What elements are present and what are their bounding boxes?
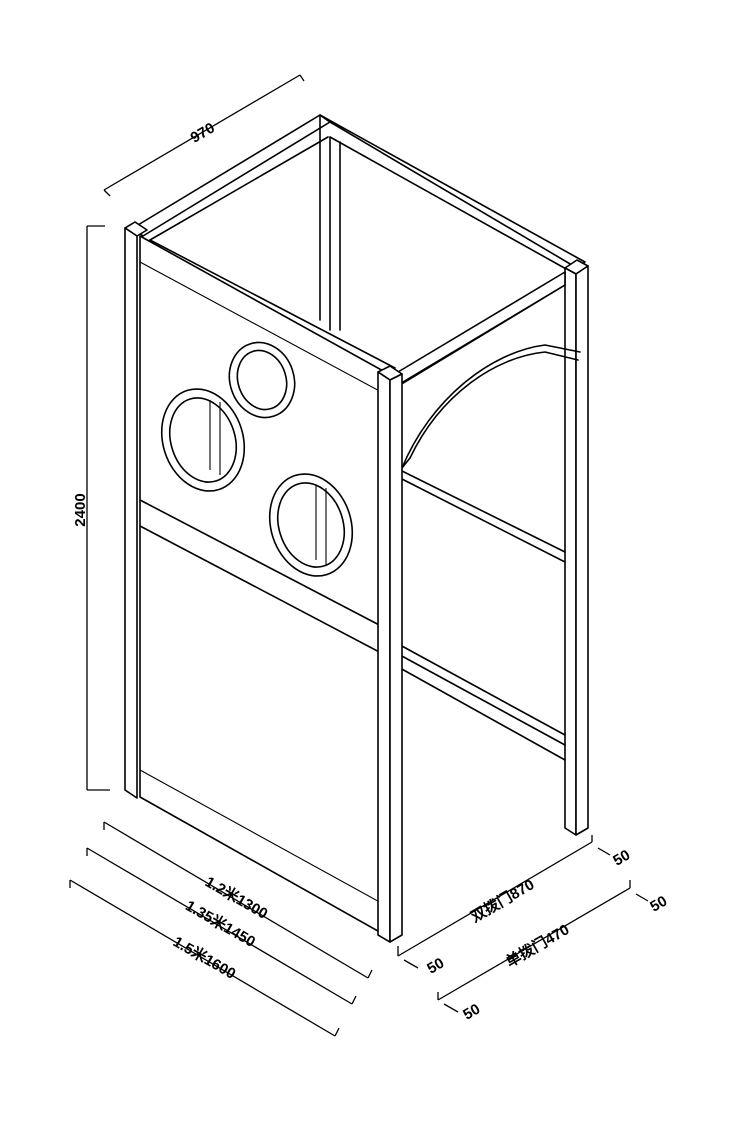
label-length-1-5: 1.5米1600: [170, 933, 239, 983]
label-post-a: 50: [610, 847, 633, 870]
back-right-post: [564, 259, 589, 836]
arch: [401, 344, 581, 469]
inner-posts: [209, 400, 327, 565]
label-post-b: 50: [424, 955, 447, 978]
dimension-width-top: 970: [103, 74, 305, 197]
label-post-d: 50: [460, 1001, 483, 1024]
round-openings: [160, 341, 354, 577]
top-frame: [132, 114, 586, 369]
label-single-door: 单拨门470: [503, 920, 573, 971]
dimension-single-door: 单拨门470 50 50: [437, 880, 670, 1024]
label-height: 2400: [72, 493, 89, 526]
front-panel: [139, 235, 386, 936]
opening-right: [268, 473, 354, 577]
opening-small: [228, 341, 296, 419]
label-double-door: 双拨门870: [468, 875, 538, 926]
dimension-length-1-5: 1.5米1600: [69, 879, 340, 1037]
front-right-post: [377, 365, 403, 943]
opening-left: [160, 388, 246, 492]
dimension-height: 2400: [72, 225, 110, 791]
front-left-post: [124, 221, 148, 799]
label-width-top: 970: [188, 119, 218, 146]
label-post-c: 50: [647, 893, 670, 916]
